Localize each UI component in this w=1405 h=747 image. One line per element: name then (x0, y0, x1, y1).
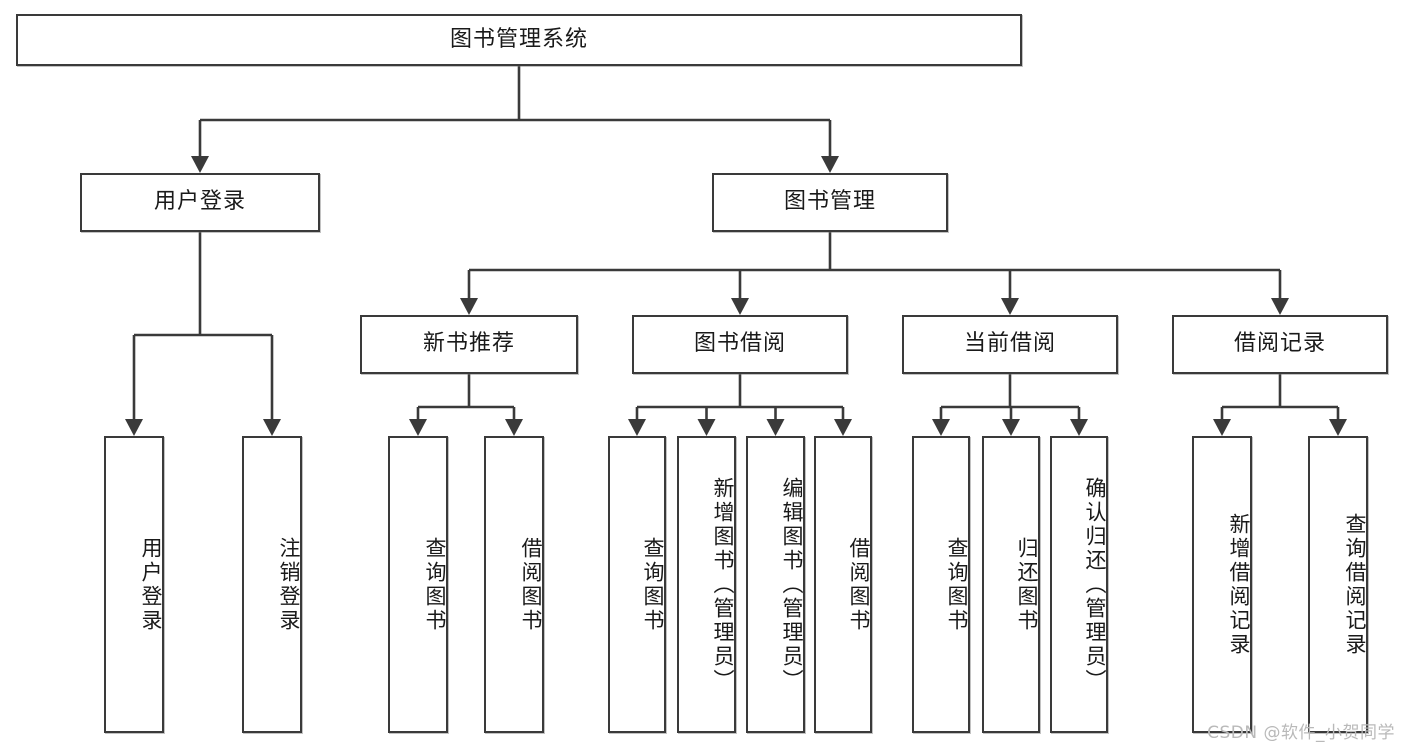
node-label: 借阅图书 (847, 536, 871, 633)
node-leaf-logout[interactable]: 注销登录 (242, 436, 302, 733)
node-label: 当前借阅 (963, 331, 1056, 357)
node-user-login[interactable]: 用户登录 (80, 173, 320, 232)
node-book-borrow[interactable]: 图书借阅 (632, 315, 848, 374)
node-leaf-borrow-book-recommend[interactable]: 借阅图书 (484, 436, 544, 733)
arrowhead-icon (1001, 298, 1019, 315)
arrowhead-icon (697, 419, 716, 436)
node-label: 用户登录 (139, 536, 163, 633)
arrowhead-icon (1002, 419, 1020, 436)
arrowhead-icon (263, 419, 281, 436)
node-label: 查询借阅记录 (1343, 512, 1367, 657)
node-label: 图书管理系统 (449, 26, 588, 52)
node-current-borrow[interactable]: 当前借阅 (902, 315, 1118, 374)
node-leaf-query-book-current[interactable]: 查询图书 (912, 436, 970, 733)
arrowhead-icon (834, 419, 852, 436)
node-borrow-record[interactable]: 借阅记录 (1172, 315, 1388, 374)
arrowhead-icon (628, 419, 646, 436)
arrowhead-icon (1070, 419, 1088, 436)
node-leaf-confirm-return[interactable]: 确认归还（管理员） (1050, 436, 1108, 733)
node-label: 查询图书 (641, 536, 665, 633)
node-leaf-add-borrow-record[interactable]: 新增借阅记录 (1192, 436, 1252, 733)
node-label: 新增借阅记录 (1227, 512, 1251, 657)
node-label: 借阅图书 (519, 536, 543, 633)
arrowhead-icon (1271, 298, 1289, 315)
node-leaf-edit-book[interactable]: 编辑图书（管理员） (746, 436, 805, 733)
node-label: 图书管理 (783, 189, 876, 215)
node-book-manage[interactable]: 图书管理 (712, 173, 948, 232)
node-label: 用户登录 (153, 189, 246, 215)
node-root[interactable]: 图书管理系统 (16, 14, 1022, 66)
node-label: 注销登录 (277, 536, 301, 633)
arrowhead-icon (731, 298, 749, 315)
arrowhead-icon (505, 419, 523, 436)
node-label: 图书借阅 (693, 331, 786, 357)
arrowhead-icon (409, 419, 427, 436)
node-new-book-recommend[interactable]: 新书推荐 (360, 315, 578, 374)
node-leaf-return-book[interactable]: 归还图书 (982, 436, 1040, 733)
arrowhead-icon (932, 419, 950, 436)
node-label: 借阅记录 (1233, 331, 1326, 357)
node-leaf-query-book-borrow[interactable]: 查询图书 (608, 436, 666, 733)
node-label: 新增图书（管理员） (711, 476, 735, 693)
arrowhead-icon (766, 419, 785, 436)
node-leaf-borrow-book[interactable]: 借阅图书 (814, 436, 872, 733)
node-label: 新书推荐 (422, 331, 515, 357)
node-label: 确认归还（管理员） (1083, 476, 1107, 693)
watermark-text: CSDN @软件_小贺同学 (1207, 723, 1395, 743)
arrowhead-icon (1329, 419, 1347, 436)
node-leaf-query-book-recommend[interactable]: 查询图书 (388, 436, 448, 733)
node-label: 查询图书 (945, 536, 969, 633)
node-label: 编辑图书（管理员） (780, 476, 804, 693)
node-leaf-add-book[interactable]: 新增图书（管理员） (677, 436, 736, 733)
node-label: 归还图书 (1015, 536, 1039, 633)
node-leaf-query-borrow-record[interactable]: 查询借阅记录 (1308, 436, 1368, 733)
arrowhead-icon (125, 419, 143, 436)
arrowhead-icon (821, 156, 839, 173)
arrowhead-icon (191, 156, 209, 173)
arrowhead-icon (460, 298, 478, 315)
node-leaf-user-login[interactable]: 用户登录 (104, 436, 164, 733)
arrowhead-icon (1213, 419, 1231, 436)
node-label: 查询图书 (423, 536, 447, 633)
